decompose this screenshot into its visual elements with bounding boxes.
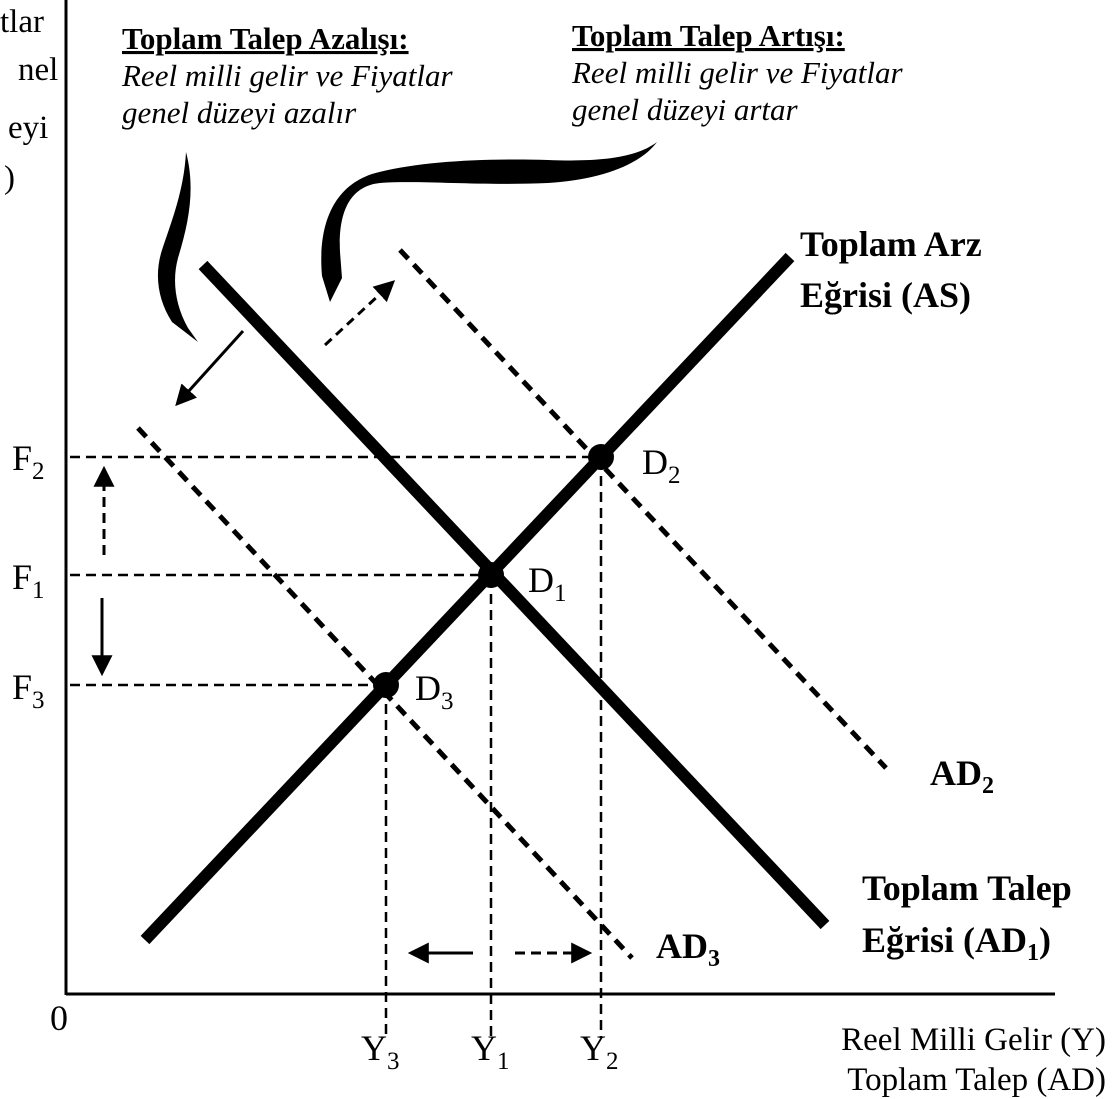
- equilibrium-label-d3: D3: [415, 668, 454, 715]
- f3-sub: 3: [32, 687, 45, 714]
- y-axis-label-fragment: tlar: [0, 4, 44, 40]
- ad-decrease-arrow: [175, 329, 245, 407]
- y3-sub: 3: [387, 1048, 400, 1075]
- price-level-f3: F3: [12, 667, 45, 714]
- equilibrium-point-d2: [588, 444, 614, 470]
- ad3-label: AD3: [656, 926, 720, 972]
- decrease-title: Toplam Talep Azalışı:: [122, 21, 409, 56]
- d2-main: D: [642, 442, 668, 482]
- f2-sub: 2: [32, 458, 45, 485]
- ad2-label-main: AD: [930, 753, 982, 793]
- decrease-desc-line2: genel düzeyi azalır: [122, 95, 357, 130]
- equilibrium-label-d2: D2: [642, 442, 681, 489]
- increase-desc-line2: genel düzeyi artar: [572, 92, 799, 127]
- as-label-line1: Toplam Arz: [800, 224, 982, 264]
- ad2-label: AD2: [930, 753, 994, 799]
- f3-main: F: [12, 667, 32, 707]
- f2-main: F: [12, 438, 32, 478]
- ad1-label-sub: 1: [1027, 940, 1039, 966]
- y1-main: Y: [471, 1028, 497, 1068]
- origin-label: 0: [50, 998, 68, 1038]
- f1-main: F: [12, 557, 32, 597]
- f1-sub: 1: [32, 577, 45, 604]
- income-level-y1: Y1: [471, 1028, 510, 1075]
- equilibrium-point-d1: [478, 562, 504, 588]
- income-level-y2: Y2: [580, 1028, 619, 1075]
- ad1-label-main: Eğrisi (AD: [862, 920, 1027, 960]
- decrease-desc-line1: Reel milli gelir ve Fiyatlar: [121, 58, 454, 93]
- y-axis-label: tlar nel eyi ): [0, 4, 58, 196]
- d1-sub: 1: [554, 580, 567, 607]
- x-axis-label-line1: Reel Milli Gelir (Y): [841, 1022, 1106, 1058]
- y1-sub: 1: [497, 1048, 510, 1075]
- decrease-pointer-arrow: [157, 152, 198, 342]
- price-level-f1: F1: [12, 557, 45, 604]
- d1-main: D: [528, 560, 554, 600]
- as-label-line2: Eğrisi (AS): [800, 275, 971, 315]
- y-axis-label-fragment: nel: [18, 52, 58, 88]
- ad3-label-main: AD: [656, 926, 708, 966]
- equilibrium-point-d3: [373, 672, 399, 698]
- decrease-annotation: Toplam Talep Azalışı: Reel milli gelir v…: [121, 21, 454, 130]
- d3-main: D: [415, 668, 441, 708]
- y2-main: Y: [580, 1028, 606, 1068]
- y-axis-label-fragment: eyi: [8, 110, 48, 146]
- y3-main: Y: [361, 1028, 387, 1068]
- ad2-label-sub: 2: [982, 773, 994, 799]
- ad1-label-end: ): [1039, 920, 1051, 960]
- ad1-curve-label: Toplam Talep Eğrisi (AD1): [862, 868, 1072, 966]
- income-level-y3: Y3: [361, 1028, 400, 1075]
- ad1-label-line1: Toplam Talep: [862, 868, 1072, 908]
- ad-increase-arrow: [323, 280, 396, 347]
- as-curve: [140, 252, 795, 945]
- ad1-curve: [198, 260, 830, 930]
- x-axis-label-line2: Toplam Talep (AD): [847, 1062, 1106, 1098]
- ad1-label-line2: Eğrisi (AD1): [862, 920, 1051, 966]
- price-level-f2: F2: [12, 438, 45, 485]
- increase-title: Toplam Talep Artışı:: [572, 18, 845, 53]
- y-axis-label-fragment: ): [4, 160, 15, 196]
- increase-pointer-arrow: [321, 142, 657, 302]
- increase-annotation: Toplam Talep Artışı: Reel milli gelir ve…: [571, 18, 904, 127]
- d3-sub: 3: [441, 688, 454, 715]
- ad2-curve: [398, 248, 888, 770]
- d2-sub: 2: [668, 462, 681, 489]
- x-axis-label: Reel Milli Gelir (Y) Toplam Talep (AD): [841, 1022, 1106, 1098]
- equilibrium-label-d1: D1: [528, 560, 567, 607]
- ad3-label-sub: 3: [708, 946, 720, 972]
- as-curve-label: Toplam Arz Eğrisi (AS): [800, 224, 982, 315]
- y2-sub: 2: [606, 1048, 619, 1075]
- increase-desc-line1: Reel milli gelir ve Fiyatlar: [571, 55, 904, 90]
